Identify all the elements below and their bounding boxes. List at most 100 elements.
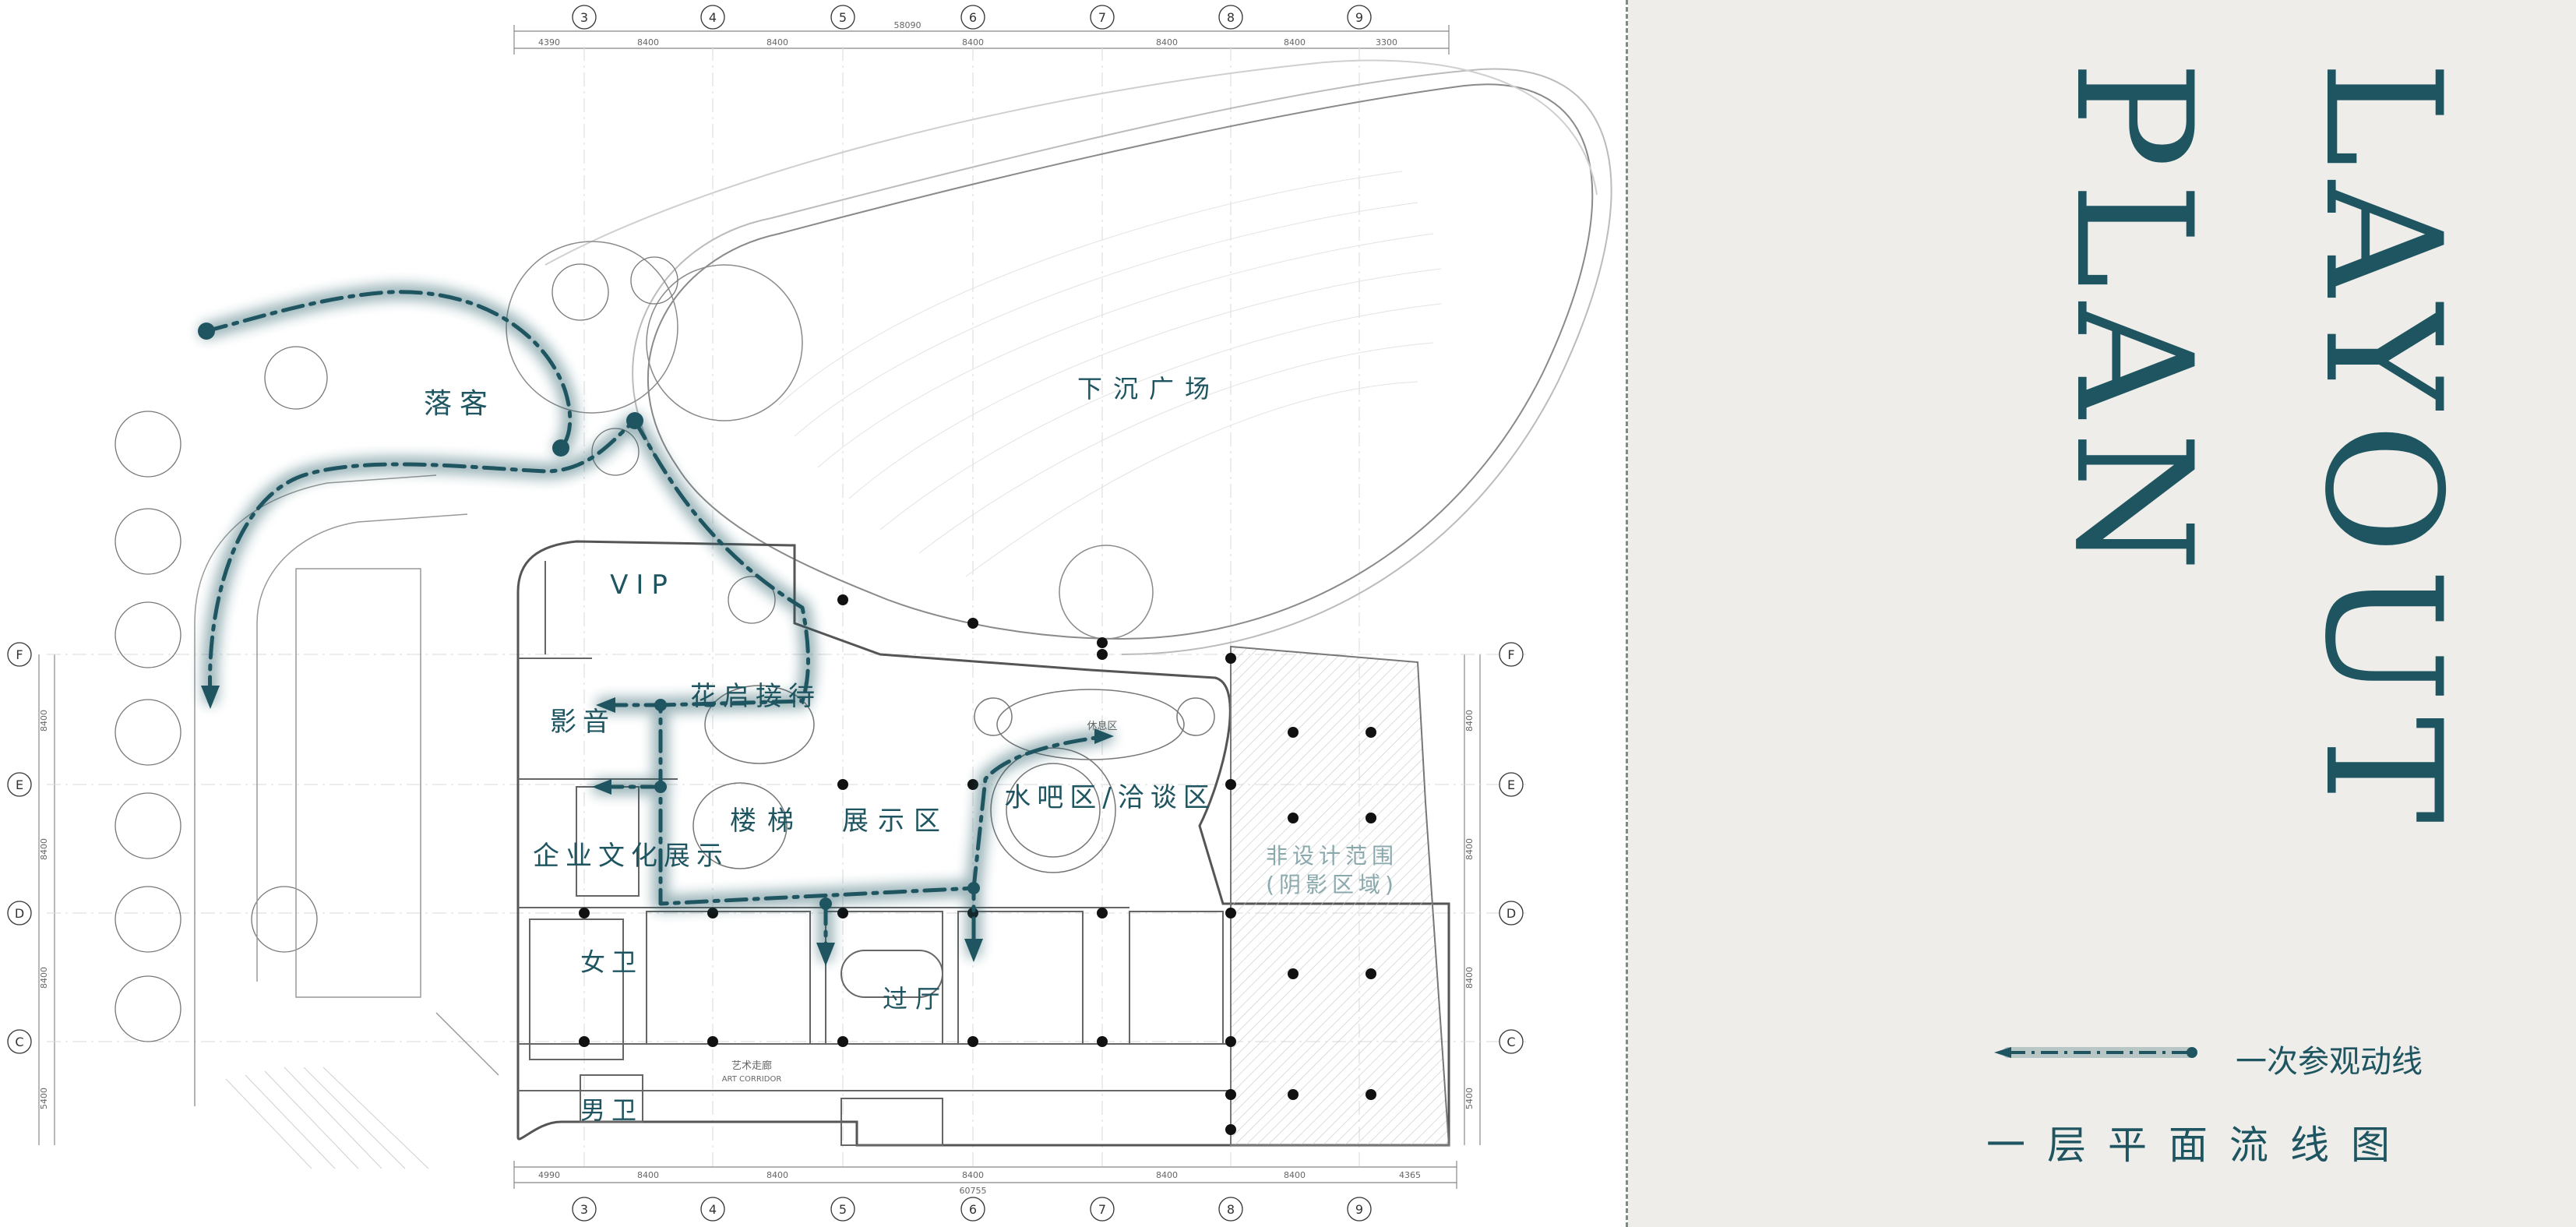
room-label-sunken-plaza: 下沉广场 [1077, 374, 1221, 404]
svg-text:5: 5 [839, 10, 847, 25]
legend-label: 一次参观动线 [2236, 1044, 2423, 1080]
svg-text:4: 4 [709, 1202, 717, 1217]
grid-bubble-bottom-col-7: 7 [1090, 1197, 1115, 1222]
grid-bubble-row-E: E [7, 772, 32, 797]
grid-bubble-col-3: 3 [572, 5, 597, 30]
grid-bubble-col-6: 6 [960, 5, 985, 30]
svg-text:8: 8 [1227, 1202, 1235, 1217]
room-label-luoke: 落客 [424, 388, 495, 420]
tour-route [198, 284, 1114, 966]
room-labels: 落客 下沉广场 VIP 花启接待 影音 楼梯 展示区 水吧区/洽谈区 企业文化展… [424, 374, 1398, 1125]
art-corridor-label: 艺术走廊 [731, 1060, 772, 1072]
grid-bubble-bottom-col-6: 6 [960, 1197, 985, 1222]
top-dimension-text: 4390 8400 8400 58090 8400 8400 8400 3300 [538, 20, 1397, 48]
svg-text:8400: 8400 [962, 37, 984, 48]
parking-area [225, 1067, 429, 1169]
grid-bubble-row-F: F [7, 642, 32, 667]
svg-text:60755: 60755 [960, 1186, 987, 1196]
svg-text:7: 7 [1098, 10, 1106, 25]
bottom-dimension-lines [513, 1161, 1457, 1189]
grid-bubble-right-row-C: C [1499, 1029, 1524, 1054]
svg-text:8400: 8400 [1284, 1170, 1306, 1180]
grid-bubble-bottom-col-4: 4 [700, 1197, 725, 1222]
svg-text:3: 3 [580, 1202, 588, 1217]
grid-bubble-right-row-D: D [1499, 901, 1524, 926]
svg-text:8400: 8400 [39, 967, 49, 989]
room-label-bar-lounge: 水吧区/洽谈区 [1004, 782, 1215, 813]
svg-text:E: E [16, 777, 23, 792]
grid-bubble-bottom-col-3: 3 [572, 1197, 597, 1222]
svg-text:6: 6 [969, 1202, 977, 1217]
grid-bubble-bottom-col-9: 9 [1347, 1197, 1372, 1222]
room-label-exhibit: 展示区 [842, 806, 950, 837]
svg-text:8400: 8400 [39, 838, 49, 860]
floor-plan-drawing: 3 4 5 6 7 8 9 3 4 5 6 7 8 9 F E D C F E [7, 5, 1612, 1222]
room-label-reception: 花启接待 [690, 681, 821, 712]
svg-text:7: 7 [1098, 1202, 1106, 1217]
svg-text:F: F [1507, 647, 1514, 662]
panel-divider [1626, 0, 1628, 1227]
side-dimension-text: 8400 8400 8400 5400 8400 8400 8400 5400 [39, 710, 1475, 1109]
svg-text:3300: 3300 [1376, 37, 1397, 48]
grid-bubble-right-row-E: E [1499, 772, 1524, 797]
svg-text:8400: 8400 [1284, 37, 1306, 48]
room-label-rest-area: 休息区 [1087, 720, 1117, 732]
bottom-dimension-text: 4990 8400 8400 8400 60755 8400 8400 4365 [538, 1170, 1421, 1196]
room-label-non-design-sub: (阴影区域) [1266, 872, 1398, 897]
grid-bubbles-bottom: 3 4 5 6 7 8 9 [572, 1197, 1372, 1222]
room-label-non-design: 非设计范围 [1266, 843, 1398, 869]
sunken-plaza-outline [544, 59, 1612, 655]
svg-text:8: 8 [1227, 10, 1235, 25]
room-label-vip: VIP [610, 569, 675, 601]
svg-text:4365: 4365 [1399, 1170, 1421, 1180]
grid-bubble-row-D: D [7, 901, 32, 926]
svg-text:C: C [1506, 1035, 1515, 1049]
site-boundary [194, 474, 499, 1106]
svg-text:8400: 8400 [766, 1170, 788, 1180]
svg-text:C: C [15, 1035, 23, 1049]
title-plan: PLAN [2040, 61, 2225, 586]
svg-text:5400: 5400 [39, 1088, 49, 1109]
non-design-hatched-area [1230, 645, 1450, 1146]
room-label-mens-wc: 男卫 [580, 1095, 643, 1125]
svg-text:8400: 8400 [1156, 37, 1178, 48]
room-label-stairs: 楼梯 [730, 806, 805, 837]
grid-bubble-col-5: 5 [830, 5, 855, 30]
svg-text:8400: 8400 [637, 37, 659, 48]
room-label-womens-wc: 女卫 [580, 947, 643, 977]
svg-text:8400: 8400 [39, 710, 49, 732]
grid-bubble-bottom-col-5: 5 [830, 1197, 855, 1222]
svg-text:D: D [1506, 906, 1516, 921]
grid-bubble-right-row-F: F [1499, 642, 1524, 667]
svg-text:4390: 4390 [538, 37, 560, 48]
svg-text:8400: 8400 [766, 37, 788, 48]
svg-text:8400: 8400 [1464, 710, 1475, 732]
room-label-culture: 企业文化展示 [533, 841, 729, 872]
grid-bubbles-right: F E D C [1499, 642, 1524, 1054]
building-outline [516, 540, 1450, 1147]
room-label-av: 影音 [550, 707, 615, 738]
svg-text:F: F [16, 647, 23, 662]
grid-bubble-col-4: 4 [700, 5, 725, 30]
tour-route-nodes [198, 323, 980, 910]
svg-text:58090: 58090 [894, 20, 922, 30]
round-rooms [692, 685, 1215, 873]
svg-text:5400: 5400 [1464, 1088, 1475, 1109]
grid-lines [47, 47, 1527, 1169]
grid-bubble-col-9: 9 [1347, 5, 1372, 30]
svg-text:D: D [15, 906, 24, 921]
side-dimension-lines [38, 654, 1481, 1145]
top-dimension-lines [513, 25, 1450, 55]
grid-bubbles-top: 3 4 5 6 7 8 9 [572, 5, 1372, 30]
svg-text:4: 4 [709, 10, 717, 25]
grid-bubbles-left: F E D C [7, 642, 32, 1054]
plan-subtitle: 一层平面流线图 [1986, 1123, 2412, 1168]
svg-text:9: 9 [1355, 10, 1363, 25]
grid-bubble-col-7: 7 [1090, 5, 1115, 30]
art-corridor-en-label: ART CORRIDOR [722, 1075, 782, 1084]
svg-text:8400: 8400 [962, 1170, 984, 1180]
svg-text:9: 9 [1355, 1202, 1363, 1217]
svg-text:E: E [1507, 777, 1515, 792]
plaza-contour-lines [778, 171, 1442, 577]
